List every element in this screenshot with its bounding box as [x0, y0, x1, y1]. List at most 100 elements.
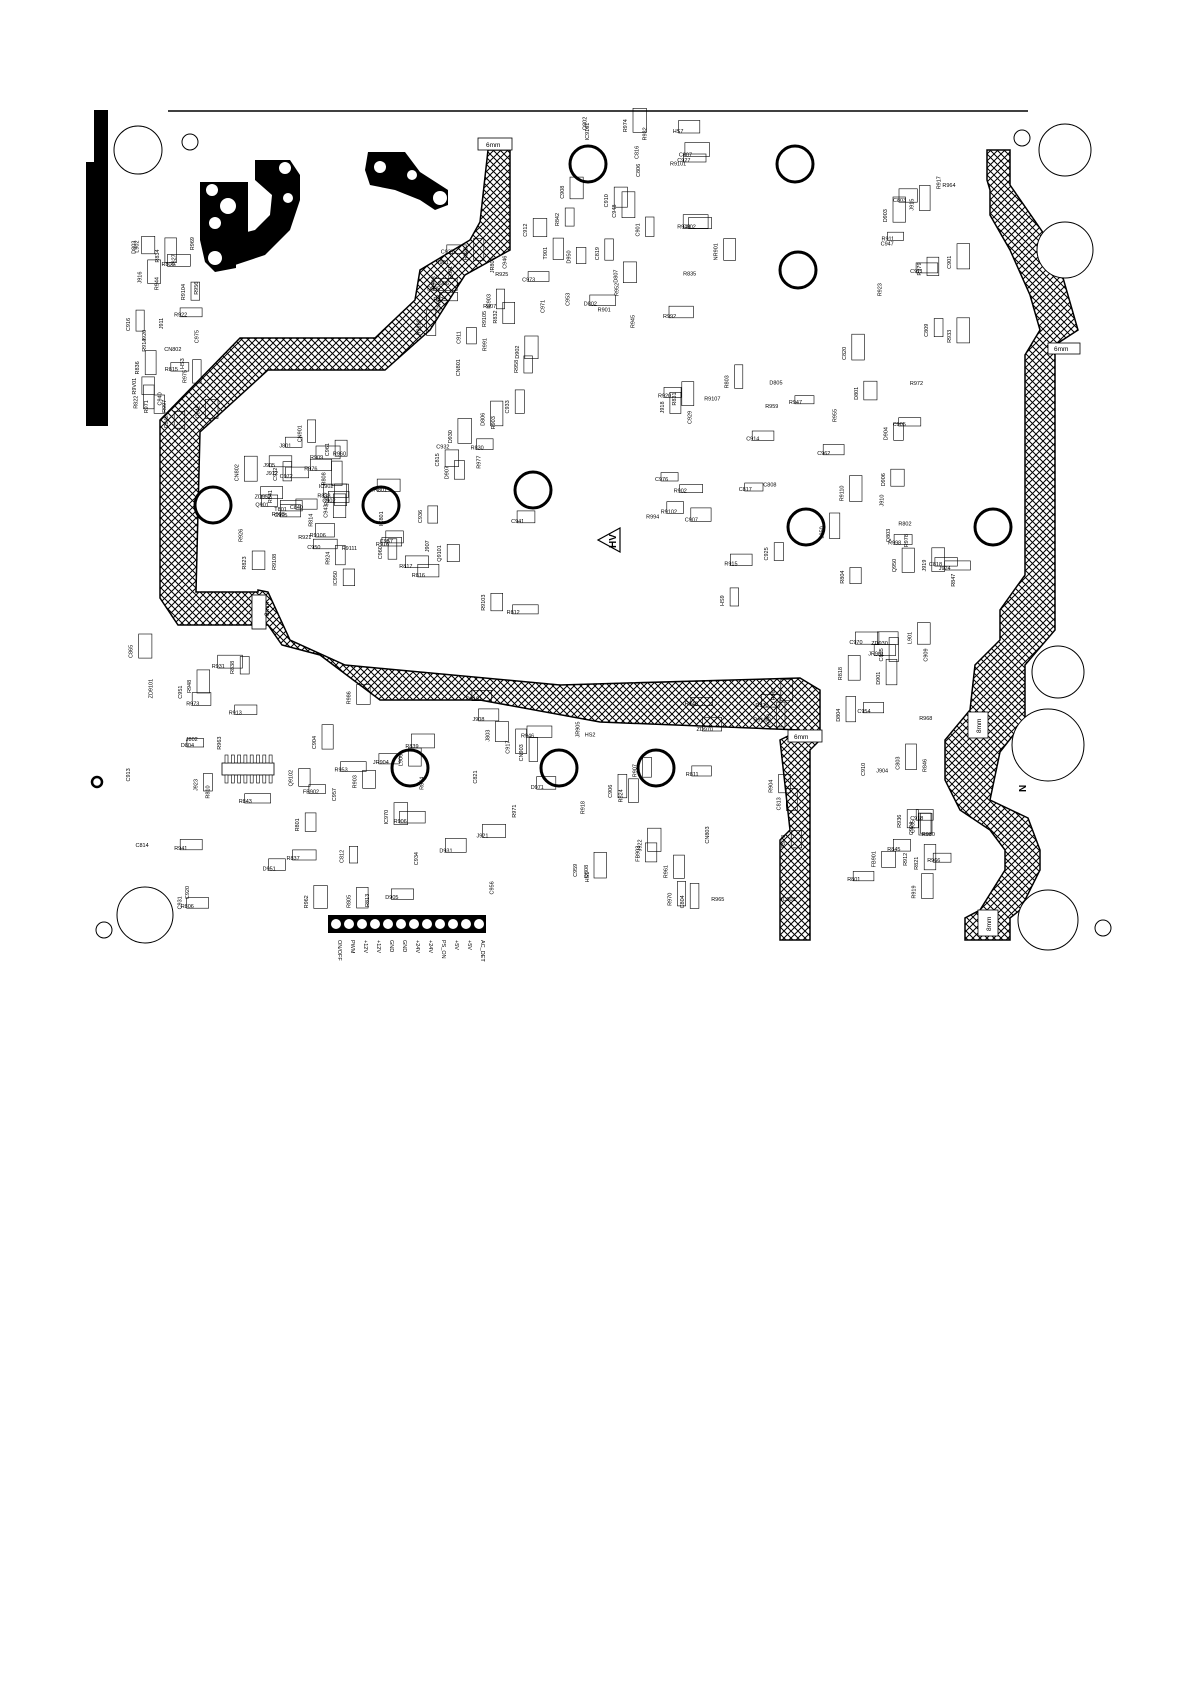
component-label: C819 [595, 247, 601, 260]
component-label: C953 [565, 293, 571, 306]
component-label: R801 [295, 818, 301, 831]
mount-hole-2 [775, 144, 815, 184]
component-label: R916 [376, 542, 389, 548]
component-label: J923 [194, 779, 200, 791]
component-label: R837 [287, 856, 300, 862]
component-label: R936 [897, 815, 903, 828]
component-label: C975 [195, 330, 201, 343]
component-label: HS9 [720, 595, 726, 606]
component-label: R962 [304, 895, 310, 908]
component-footprint [282, 461, 292, 482]
component-label: R955 [833, 409, 839, 422]
component-label: R901 [598, 308, 611, 314]
component-footprint [179, 307, 203, 318]
component-label: R817 [399, 564, 412, 570]
mount-hole-4 [193, 485, 233, 525]
ic-pin [231, 754, 235, 764]
component-footprint [898, 417, 922, 427]
component-footprint [890, 468, 905, 487]
component-label: C947 [881, 241, 894, 247]
ic801-outline [221, 754, 275, 784]
component-label: R915 [724, 562, 737, 568]
component-footprint [702, 717, 723, 732]
component-label: C970 [849, 640, 862, 646]
fiducial-left [90, 775, 104, 789]
component-footprint [524, 335, 539, 360]
component-footprint [934, 557, 958, 567]
component-footprint [192, 359, 202, 384]
component-label: C933 [505, 400, 511, 413]
component-footprint [845, 696, 856, 723]
component-footprint [645, 216, 655, 237]
component-label: C812 [339, 850, 345, 863]
component-footprint [490, 592, 503, 612]
component-label: C946 [502, 256, 508, 269]
width-mark-right-top: 6mm [1047, 342, 1081, 355]
component-label: C840 [290, 505, 303, 511]
component-label: R975 [183, 370, 189, 383]
component-label: IC9101 [585, 123, 591, 141]
component-label: R830 [471, 446, 484, 452]
component-label: C817 [739, 487, 752, 493]
component-footprint [323, 483, 349, 498]
ic-pin [224, 754, 229, 764]
component-label: R998 [888, 541, 901, 547]
component-label: R948 [187, 680, 193, 693]
component-footprint [673, 854, 685, 879]
component-label: C909 [924, 648, 930, 661]
component-label: R970 [668, 893, 674, 906]
component-label: R9103 [481, 595, 487, 611]
component-label: R838 [230, 661, 236, 674]
component-footprint [144, 350, 157, 375]
connector-pin-label: ON/OFF [336, 940, 342, 961]
component-footprint [679, 484, 704, 493]
component-label: R947 [789, 400, 802, 406]
component-footprint [688, 217, 712, 229]
component-label: C962 [817, 451, 830, 457]
component-footprint [147, 259, 161, 284]
component-label: R976 [304, 467, 317, 473]
mount-hole-1 [568, 144, 608, 184]
component-label: R806 [181, 904, 194, 910]
component-label: C915 [274, 513, 287, 519]
component-label: C929 [688, 411, 694, 424]
component-footprint [919, 185, 931, 211]
component-footprint [915, 809, 934, 821]
component-label: R924 [326, 552, 332, 565]
component-label: R910 [753, 718, 766, 724]
component-footprint [622, 261, 637, 283]
component-label: R845 [887, 847, 900, 853]
component-footprint [785, 788, 798, 811]
component-label: R986 [347, 691, 353, 704]
component-label: C927 [677, 158, 690, 164]
component-label: HS7 [673, 129, 684, 135]
component-footprint [268, 858, 286, 871]
ic-pin [256, 754, 260, 764]
component-footprint [490, 400, 504, 427]
component-label: J910 [880, 495, 886, 507]
component-footprint [516, 510, 536, 524]
component-label: J904 [876, 769, 888, 775]
component-label: R9108 [272, 554, 278, 570]
component-label: J916 [138, 272, 144, 284]
hv-warning-icon: HV [596, 526, 621, 554]
component-label: R814 [309, 514, 315, 527]
component-label: R813 [365, 894, 371, 907]
component-footprint [761, 694, 781, 708]
width-mark-top: 6mm [477, 137, 513, 151]
component-label: R820 [464, 247, 470, 260]
component-label: R9V01 [132, 378, 138, 395]
component-footprint [690, 507, 712, 522]
component-label: C865 [129, 645, 135, 658]
component-label: R832 [493, 310, 499, 323]
component-label: C932 [436, 445, 449, 451]
component-footprint [292, 849, 317, 861]
component-label: R932 [643, 127, 649, 140]
component-label: R815 [165, 367, 178, 373]
component-label: D971 [531, 785, 544, 791]
component-footprint [446, 544, 460, 563]
connector-pin [344, 919, 354, 929]
component-label: D801 [854, 387, 860, 400]
component-footprint [331, 460, 343, 486]
component-footprint [186, 897, 209, 909]
